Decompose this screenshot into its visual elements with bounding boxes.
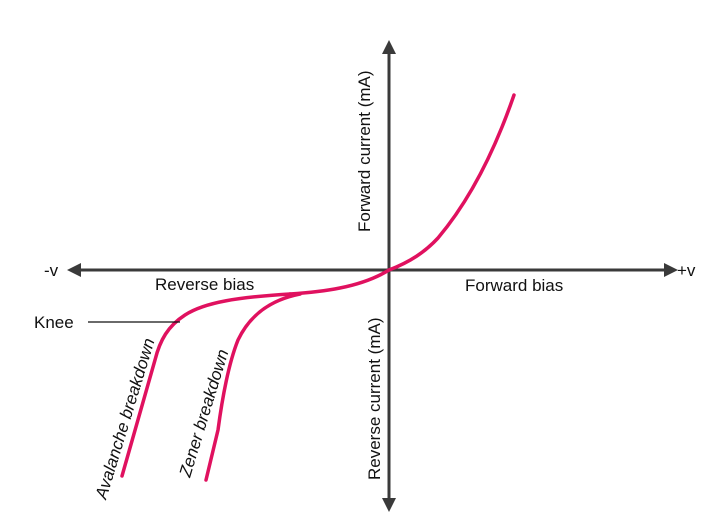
neg-x-label: -v <box>44 261 59 280</box>
avalanche-breakdown-label: Avalanche breakdown <box>91 336 158 502</box>
x-axis-left-arrowhead <box>67 263 81 277</box>
reverse-bias-label: Reverse bias <box>155 275 254 294</box>
forward-current-label: Forward current (mA) <box>355 70 374 232</box>
avalanche-breakdown-curve <box>120 292 292 478</box>
zener-breakdown-curve <box>204 292 302 482</box>
reverse-leakage-curve <box>288 268 391 296</box>
y-axis-bottom-arrowhead <box>382 498 396 512</box>
zener-breakdown-label: Zener breakdown <box>175 347 232 480</box>
forward-curve <box>387 93 516 272</box>
y-axis-top-arrowhead <box>382 40 396 54</box>
knee-label: Knee <box>34 313 74 332</box>
reverse-current-label: Reverse current (mA) <box>365 318 384 480</box>
x-axis-right-arrowhead <box>664 263 678 277</box>
pos-x-label: +v <box>677 261 696 280</box>
forward-bias-label: Forward bias <box>465 276 563 295</box>
